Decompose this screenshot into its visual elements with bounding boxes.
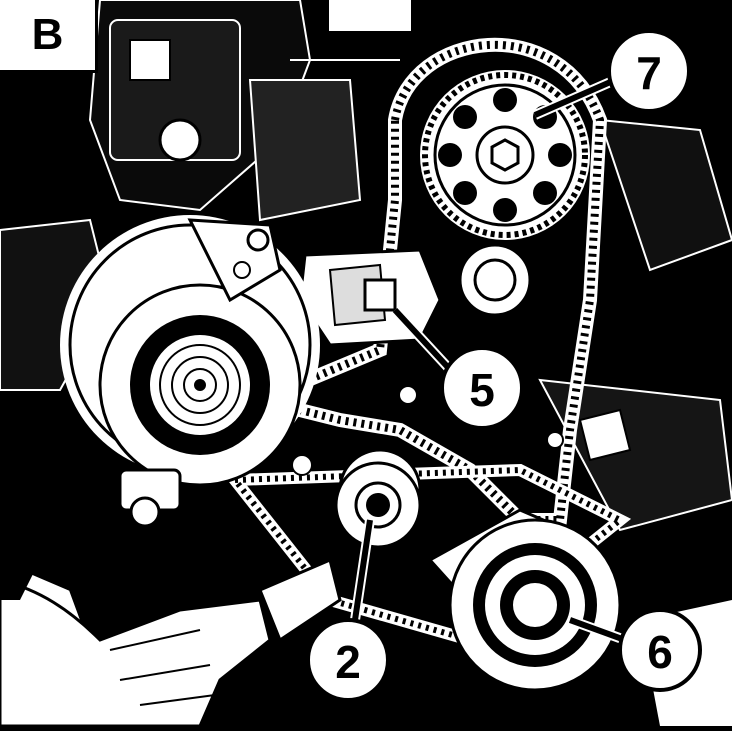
carburettor	[109, 0, 411, 222]
callout-6: 6	[618, 608, 702, 692]
callout-leaders	[350, 75, 627, 645]
callout-6-label: 6	[647, 626, 673, 678]
crankshaft-sprocket	[334, 448, 422, 549]
alternator	[60, 215, 320, 528]
belt-pin	[291, 454, 313, 476]
hand	[0, 540, 342, 728]
callout-7: 7	[607, 29, 691, 113]
callout-5: 5	[440, 346, 524, 430]
callout-7-label: 7	[636, 47, 662, 99]
upper-idler	[458, 243, 532, 317]
callout-2: 2	[306, 618, 390, 702]
camshaft-sprocket	[420, 70, 590, 240]
panel-label: B	[0, 0, 98, 73]
idler-pulley	[427, 408, 632, 692]
callout-5-label: 5	[469, 364, 495, 416]
callout-2-label: 2	[335, 636, 361, 688]
